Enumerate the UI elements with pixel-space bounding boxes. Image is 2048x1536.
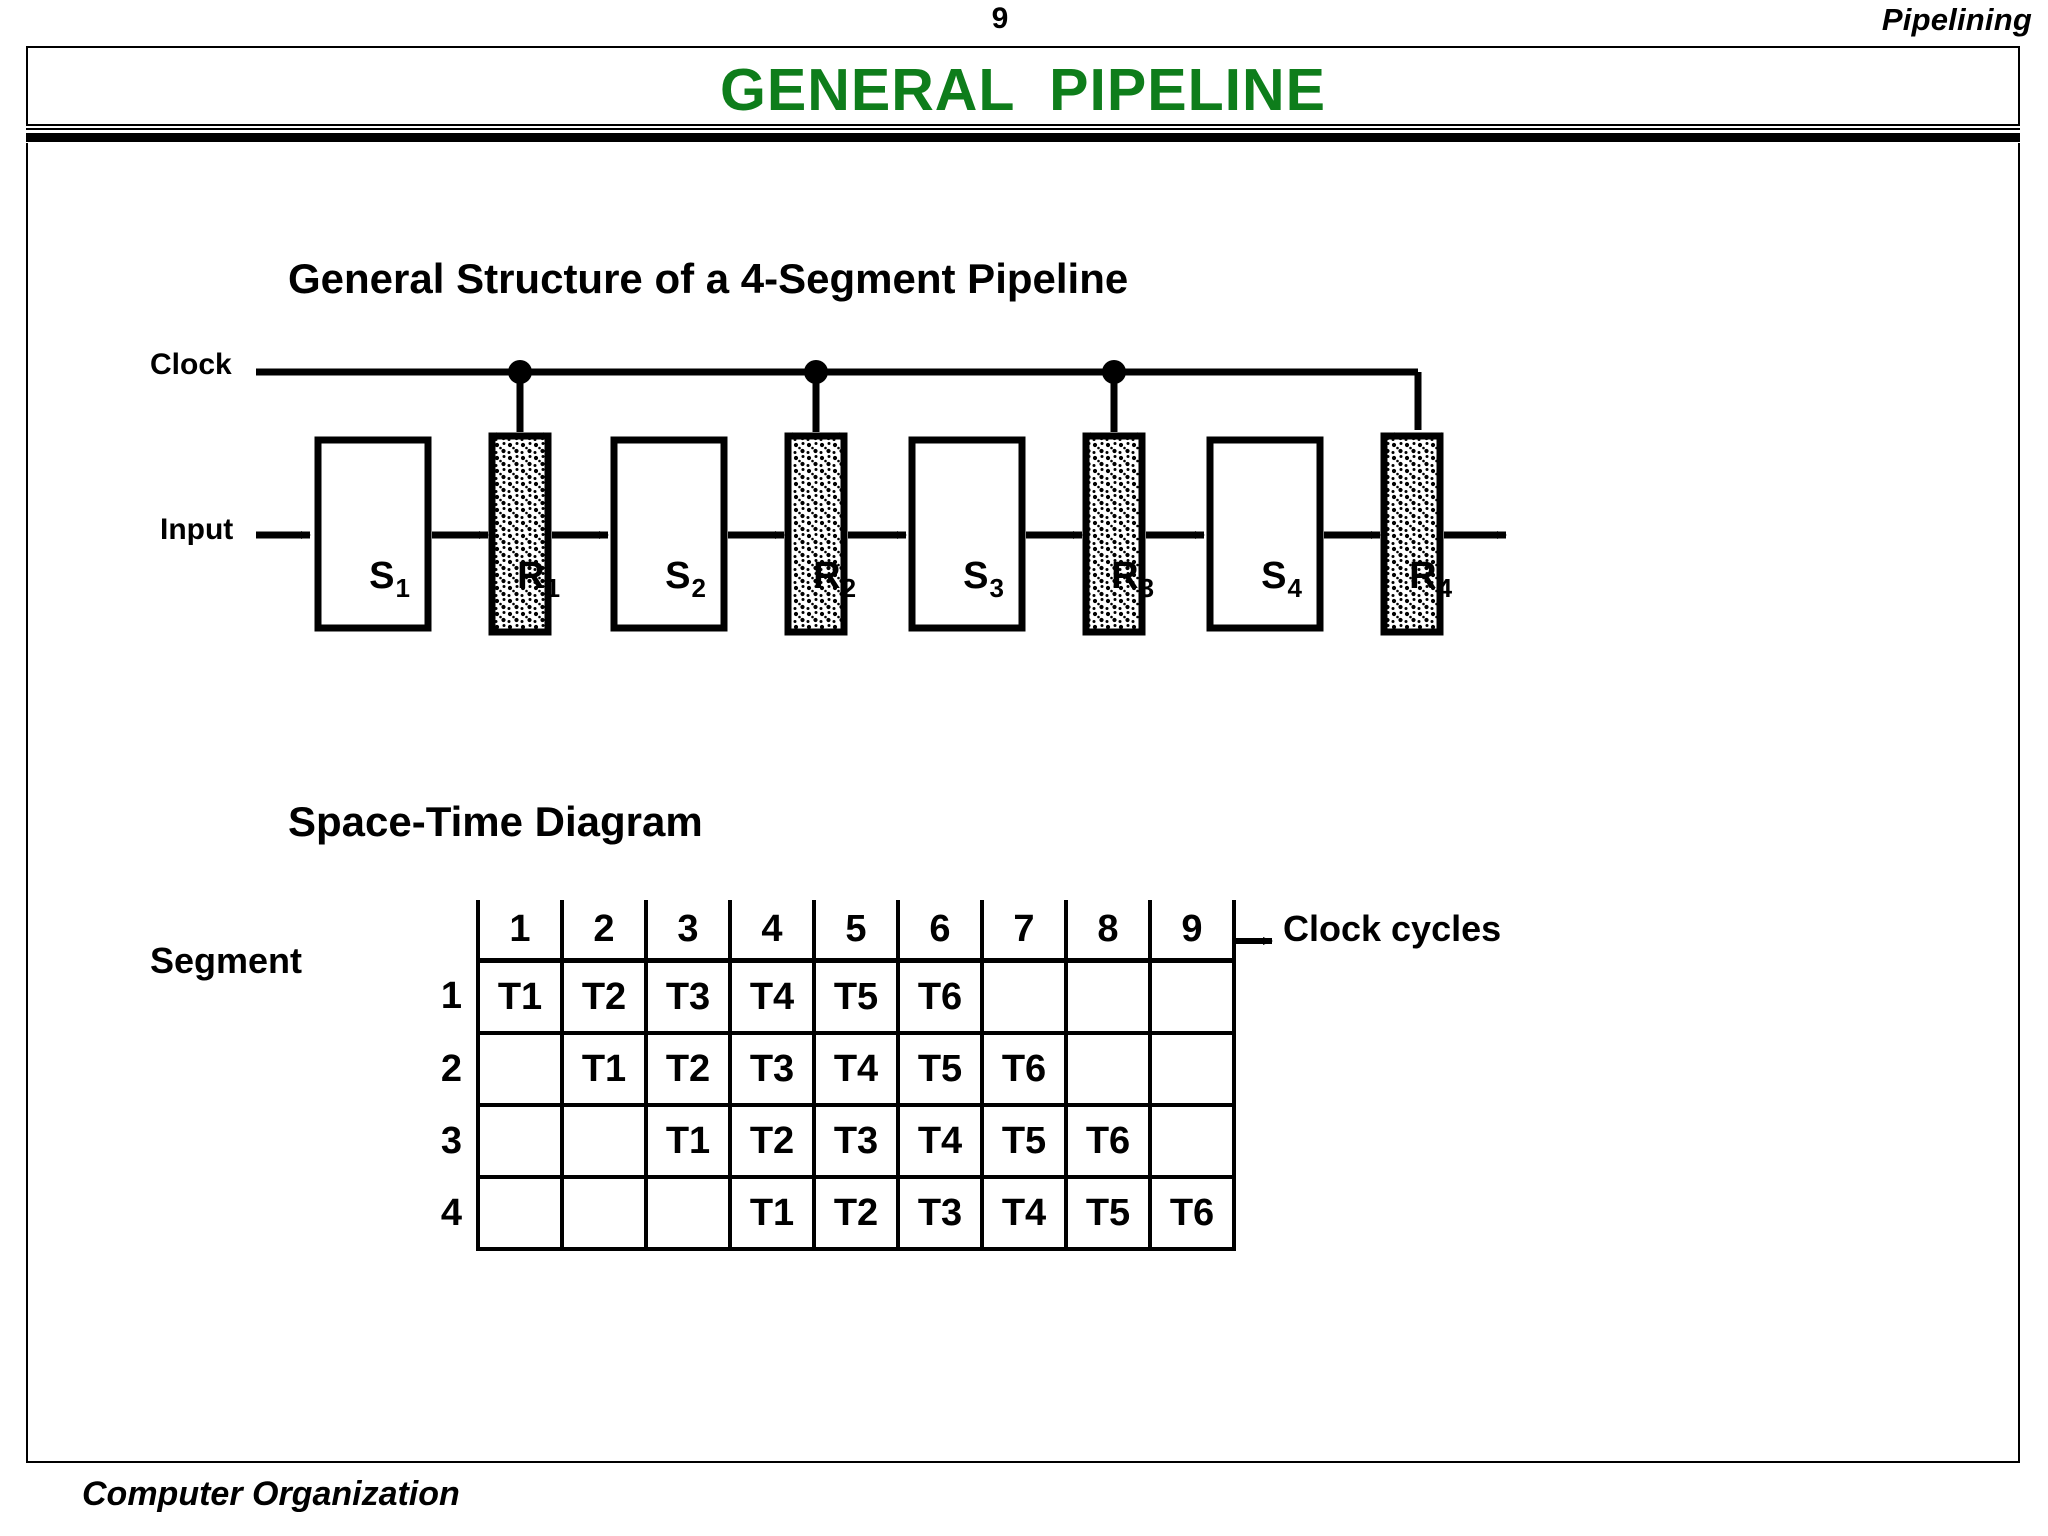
register-subscript: 2	[841, 573, 857, 603]
column-header: 6	[896, 900, 984, 963]
table-row: 3 T1 T2 T3 T4 T5 T6	[390, 1103, 1236, 1179]
row-label-segment: 1	[440, 975, 462, 1018]
table-cell: T1	[476, 958, 564, 1035]
page-title: GENERAL PIPELINE	[719, 57, 1327, 123]
column-header: 5	[812, 900, 900, 963]
column-header: 2	[560, 900, 648, 963]
table-cell	[476, 1031, 564, 1107]
register-label-r4: R4	[1388, 512, 1452, 603]
title-rule-thick	[26, 133, 2020, 142]
space-time-table: 1 2 3 4 5 6 7 8 9 1 T1 T2 T3 T4 T5 T6	[390, 900, 1236, 1251]
stage-subscript: 4	[1287, 573, 1302, 603]
table-row: 1 T1 T2 T3 T4 T5 T6	[390, 958, 1236, 1035]
table-cell	[476, 1175, 564, 1251]
column-header: 1	[476, 900, 564, 963]
table-cell	[476, 1103, 564, 1179]
column-header: 8	[1064, 900, 1152, 963]
stage-label-s4: S4	[1240, 512, 1302, 603]
stage-label-s1: S1	[348, 512, 410, 603]
clock-label: Clock	[150, 348, 232, 381]
stage-subscript: 2	[691, 573, 706, 603]
table-cell: T1	[644, 1103, 732, 1179]
stage-letter: S	[665, 555, 691, 597]
register-label-r1: R1	[496, 512, 560, 603]
table-cell: T3	[896, 1175, 984, 1251]
table-cell: T1	[560, 1031, 648, 1107]
register-letter: R	[813, 555, 841, 597]
table-cell: T3	[812, 1103, 900, 1179]
stage-letter: S	[1261, 555, 1287, 597]
table-cell	[560, 1103, 648, 1179]
table-cell	[1148, 958, 1236, 1035]
register-letter: R	[1111, 555, 1139, 597]
table-cell: T5	[812, 958, 900, 1035]
column-header: 4	[728, 900, 816, 963]
stage-label-s3: S3	[942, 512, 1004, 603]
stage-subscript: 3	[989, 573, 1004, 603]
segment-axis-label: Segment	[150, 940, 303, 981]
row-label-segment: 2	[440, 1047, 462, 1090]
table-row: 2 T1 T2 T3 T4 T5 T6	[390, 1031, 1236, 1107]
table-cell: T6	[980, 1031, 1068, 1107]
column-header: 9	[1148, 900, 1236, 963]
stage-letter: S	[369, 555, 395, 597]
table-cell: T2	[560, 958, 648, 1035]
table-cell	[1148, 1031, 1236, 1107]
register-label-r3: R3	[1090, 512, 1154, 603]
table-header-row: 1 2 3 4 5 6 7 8 9	[390, 900, 1236, 963]
table-cell: T4	[728, 958, 816, 1035]
table-cell: T2	[728, 1103, 816, 1179]
register-letter: R	[1409, 555, 1437, 597]
table-cell: T3	[644, 958, 732, 1035]
register-subscript: 3	[1139, 573, 1155, 603]
table-cell: T5	[896, 1031, 984, 1107]
register-label-r2: R2	[792, 512, 856, 603]
spacetime-heading: Space-Time Diagram	[288, 798, 703, 845]
table-row: 4 T1 T2 T3 T4 T5 T6	[390, 1175, 1236, 1251]
register-letter: R	[517, 555, 545, 597]
input-label: Input	[160, 513, 234, 546]
table-cell	[644, 1175, 732, 1251]
table-cell: T6	[1148, 1175, 1236, 1251]
table-cell: T2	[812, 1175, 900, 1251]
clock-cycles-label: Clock cycles	[1283, 908, 1502, 949]
slide-header: 9 Pipelining	[0, 0, 2048, 44]
stage-subscript: 1	[395, 573, 410, 603]
column-header: 3	[644, 900, 732, 963]
space-time-table-wrap: 1 2 3 4 5 6 7 8 9 1 T1 T2 T3 T4 T5 T6	[390, 900, 1236, 1251]
table-cell	[1064, 958, 1152, 1035]
table-cell: T4	[812, 1031, 900, 1107]
table-cell	[980, 958, 1068, 1035]
table-corner-cell	[390, 900, 478, 961]
row-label-segment: 3	[440, 1119, 462, 1162]
structure-heading: General Structure of a 4-Segment Pipelin…	[288, 255, 1129, 302]
table-cell: T4	[980, 1175, 1068, 1251]
table-cell: T3	[728, 1031, 816, 1107]
stage-label-s2: S2	[644, 512, 706, 603]
table-cell	[1148, 1103, 1236, 1179]
row-label-segment: 4	[440, 1191, 462, 1234]
register-subscript: 1	[545, 573, 561, 603]
table-cell: T6	[896, 958, 984, 1035]
title-band: GENERAL PIPELINE	[26, 46, 2020, 126]
stage-letter: S	[963, 555, 989, 597]
title-rule-thin	[26, 128, 2020, 130]
table-cell: T6	[1064, 1103, 1152, 1179]
table-cell: T2	[644, 1031, 732, 1107]
footer-label: Computer Organization	[82, 1475, 460, 1513]
page-number: 9	[991, 2, 1009, 35]
table-cell	[1064, 1031, 1152, 1107]
table-cell: T4	[896, 1103, 984, 1179]
table-cell: T1	[728, 1175, 816, 1251]
register-subscript: 4	[1437, 573, 1453, 603]
table-cell: T5	[980, 1103, 1068, 1179]
column-header: 7	[980, 900, 1068, 963]
table-cell	[560, 1175, 648, 1251]
table-cell: T5	[1064, 1175, 1152, 1251]
section-label: Pipelining	[1881, 2, 2032, 37]
